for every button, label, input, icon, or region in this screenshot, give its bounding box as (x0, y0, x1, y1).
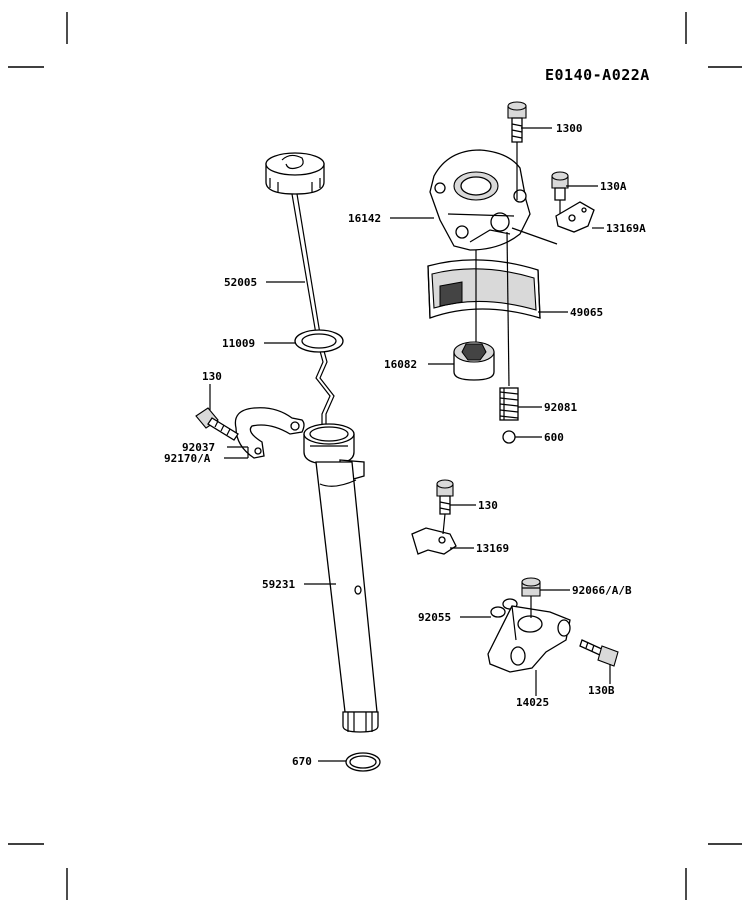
oil-filler-cap[interactable] (265, 152, 325, 195)
label-92081: 92081 (544, 401, 577, 414)
label-13169A: 13169A (606, 222, 646, 235)
label-49065: 49065 (570, 306, 603, 319)
label-130B: 130B (588, 684, 615, 697)
label-59231: 59231 (262, 578, 295, 591)
o-ring-670[interactable] (345, 752, 381, 772)
pump-cover-16142[interactable] (429, 149, 531, 251)
bolt-1300[interactable] (507, 101, 527, 143)
filler-neck-collar[interactable] (303, 423, 365, 481)
label-130-mid: 130 (478, 499, 498, 512)
rotor-16082[interactable] (453, 341, 495, 381)
label-92170A: 92170/A (164, 452, 211, 465)
oil-screen-49065[interactable] (427, 259, 541, 319)
dipstick-rod[interactable] (291, 193, 335, 432)
plate-13169A[interactable] (555, 201, 595, 233)
label-130A: 130A (600, 180, 627, 193)
label-14025: 14025 (516, 696, 549, 709)
body-14025[interactable] (487, 605, 571, 673)
centerline-130-mid (442, 513, 446, 535)
bolt-130B[interactable] (579, 639, 619, 667)
label-92066AB: 92066/A/B (572, 584, 632, 597)
label-670: 670 (292, 755, 312, 768)
part-labels: 1300 130A 16142 13169A 52005 49065 11009… (164, 122, 646, 768)
label-16142: 16142 (348, 212, 381, 225)
assembly-centerlines (475, 142, 561, 387)
clamp-92037[interactable] (234, 407, 305, 459)
bolt-130A[interactable] (551, 171, 569, 201)
label-1300: 1300 (556, 122, 583, 135)
oil-gauge-tube-59231[interactable] (315, 461, 379, 733)
o-rings-92055[interactable] (490, 598, 518, 618)
bolt-130-mid[interactable] (436, 479, 454, 515)
label-600: 600 (544, 431, 564, 444)
bolt-130-left[interactable] (195, 407, 239, 441)
label-92055: 92055 (418, 611, 451, 624)
label-130-left: 130 (202, 370, 222, 383)
label-92037: 92037 (182, 441, 215, 454)
o-ring-11009[interactable] (294, 329, 344, 353)
spring-92081[interactable] (499, 387, 519, 421)
plate-13169[interactable] (411, 527, 457, 555)
label-52005: 52005 (224, 276, 257, 289)
label-11009: 11009 (222, 337, 255, 350)
diagram-code: E0140-A022A (545, 66, 650, 84)
crop-marks (8, 12, 742, 900)
label-16082: 16082 (384, 358, 417, 371)
label-13169: 13169 (476, 542, 509, 555)
ball-600[interactable] (502, 430, 516, 444)
leader-lines (209, 127, 611, 762)
plug-92066[interactable] (521, 577, 541, 597)
